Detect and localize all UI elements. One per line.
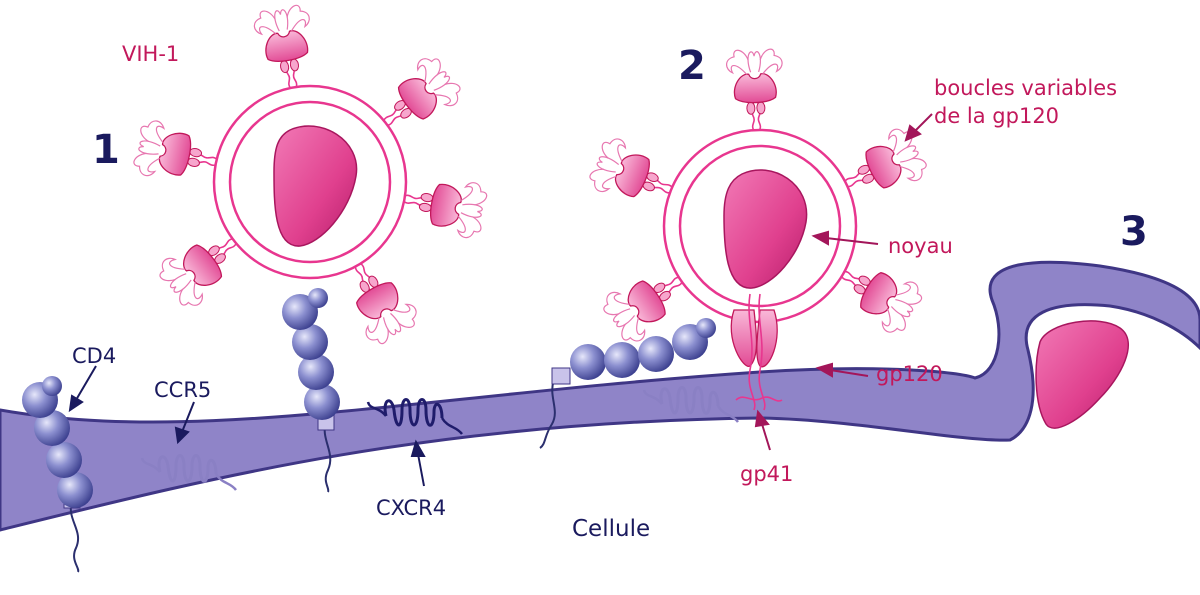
leader-lines — [68, 113, 933, 487]
cell-label: Cellule — [572, 516, 651, 542]
cd4-bound-virus-2 — [539, 318, 716, 449]
cd4-bound-virus-1 — [282, 288, 340, 493]
step-2-label: 2 — [678, 43, 706, 89]
cd4-receptor — [22, 376, 93, 573]
step-1-label: 1 — [92, 127, 120, 173]
virus-2 — [585, 47, 932, 411]
variable-loops-label-line2: de la gp120 — [934, 104, 1060, 128]
gp120-label: gp120 — [876, 362, 943, 386]
variable-loops-label-line1: boucles variables — [934, 76, 1118, 100]
gp41-label: gp41 — [740, 462, 794, 486]
cxcr4-label: CXCR4 — [376, 496, 447, 520]
step-3-label: 3 — [1120, 209, 1148, 255]
nucleus-label: noyau — [888, 234, 953, 258]
ccr5-label: CCR5 — [154, 378, 212, 402]
internalized-nucleus — [1035, 320, 1130, 429]
virus-1 — [130, 2, 490, 350]
virus-name-label: VIH-1 — [122, 42, 180, 66]
cd4-label: CD4 — [72, 344, 117, 368]
